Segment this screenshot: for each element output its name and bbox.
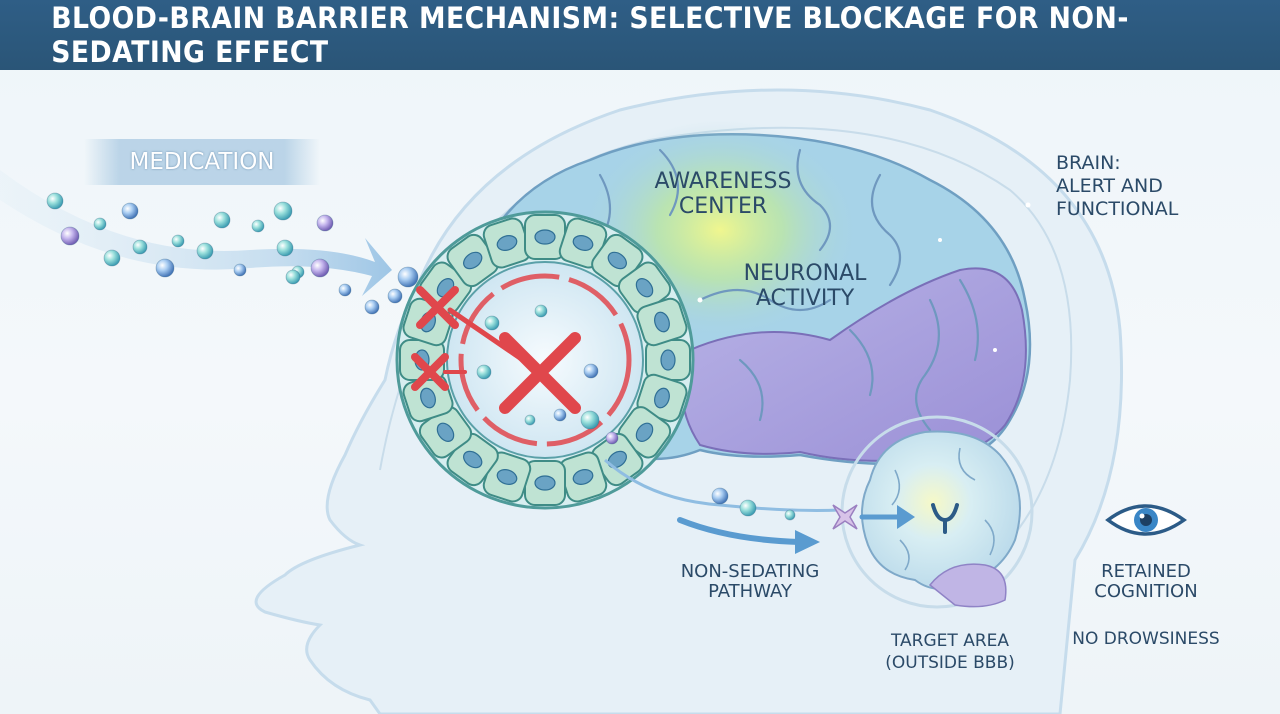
- molecule-bubble: [213, 211, 231, 229]
- target-line-2: (OUTSIDE BBB): [885, 653, 1015, 674]
- molecule-bubble: [273, 201, 293, 221]
- endothelial-cell: [524, 214, 566, 260]
- endothelial-cell: [482, 217, 532, 269]
- target-area-label: TARGET AREA (OUTSIDE BBB): [880, 630, 1020, 674]
- brain-status-label: BRAIN: ALERT AND FUNCTIONAL: [1056, 152, 1256, 222]
- molecule-bubble: [338, 283, 352, 297]
- molecule-bubble: [739, 499, 757, 517]
- endothelial-cell: [636, 297, 688, 347]
- molecule-bubble: [46, 192, 64, 210]
- blocked-x-icon: [411, 286, 581, 414]
- non-sedating-arrow: [677, 517, 820, 554]
- molecule-bubble: [155, 258, 175, 278]
- neuronal-line-2: ACTIVITY: [755, 285, 855, 311]
- brain-status-line-2: ALERT AND: [1056, 175, 1163, 198]
- title-bar: BLOOD-BRAIN BARRIER MECHANISM: SELECTIVE…: [0, 0, 1280, 70]
- non-sedating-pathway-label: NON-SEDATING PATHWAY: [660, 561, 840, 603]
- target-area: [840, 415, 1034, 609]
- molecule-bubble: [476, 364, 492, 380]
- pathway-line-2: PATHWAY: [708, 581, 792, 603]
- lumen-bubbles: [476, 304, 619, 445]
- molecule-bubble: [310, 258, 330, 278]
- molecule-bubble: [171, 234, 185, 248]
- endothelial-cell: [617, 261, 672, 314]
- outflow-path: [604, 458, 841, 512]
- molecule-bubble: [397, 266, 419, 288]
- cognition-line-1: RETAINED: [1101, 561, 1191, 582]
- retained-cognition-label: RETAINED COGNITION: [1066, 561, 1226, 603]
- molecule-bubble: [285, 269, 301, 285]
- barrier-cells: [399, 214, 691, 506]
- medication-bubbles: [46, 192, 419, 315]
- molecule-bubble: [60, 226, 80, 246]
- diagram-scene: [0, 88, 1188, 714]
- endothelial-cell: [418, 406, 473, 459]
- molecule-bubble: [103, 249, 121, 267]
- sparkles: [697, 202, 1031, 352]
- molecule-bubble: [524, 414, 536, 426]
- endothelial-cell: [524, 460, 566, 506]
- medication-label-box: [84, 139, 320, 185]
- endothelial-cell: [591, 432, 644, 487]
- molecule-bubble: [583, 363, 599, 379]
- awareness-center-label: AWARENESS CENTER: [618, 169, 828, 219]
- pathway-line-1: NON-SEDATING: [680, 561, 820, 582]
- target-line-1: TARGET AREA: [890, 631, 1010, 651]
- molecule-bubble: [553, 408, 567, 422]
- medication-label: MEDICATION: [129, 149, 275, 175]
- molecule-bubble: [534, 304, 548, 318]
- cognition-line-2: COGNITION: [1094, 581, 1198, 603]
- molecule-bubble: [387, 288, 403, 304]
- molecule-bubble: [276, 239, 294, 257]
- molecule-bubble: [196, 242, 214, 260]
- molecule-bubble: [605, 431, 619, 445]
- medication-stream: [0, 170, 392, 296]
- endothelial-cell: [558, 217, 608, 269]
- molecule-bubble: [784, 509, 796, 521]
- brain-status-line-3: FUNCTIONAL: [1056, 198, 1179, 221]
- neuronal-activity-label: NEURONAL ACTIVITY: [690, 261, 920, 311]
- molecule-bubble: [251, 219, 265, 233]
- molecule-bubble: [233, 263, 247, 277]
- pathway-bubbles: [711, 487, 796, 521]
- endothelial-cell: [482, 451, 532, 503]
- molecule-bubble: [121, 202, 139, 220]
- molecule-bubble: [132, 239, 148, 255]
- page-title: BLOOD-BRAIN BARRIER MECHANISM: SELECTIVE…: [51, 1, 1129, 69]
- receptor-icon: [832, 503, 959, 534]
- molecule-bubble: [364, 299, 380, 315]
- brain-status-line-1: BRAIN:: [1056, 152, 1121, 174]
- brain-purple-lobe: [681, 267, 1027, 462]
- awareness-line-1: AWARENESS: [654, 169, 792, 194]
- molecule-bubble: [93, 217, 107, 231]
- eye-icon: [1105, 504, 1188, 536]
- no-drowsiness-label: NO DROWSINESS: [1072, 629, 1220, 649]
- molecule-bubble: [580, 410, 600, 430]
- neuronal-line-1: NEURONAL: [743, 261, 867, 286]
- molecule-bubble: [484, 315, 500, 331]
- molecule-bubble: [711, 487, 729, 505]
- molecule-bubble: [316, 214, 334, 232]
- awareness-line-2: CENTER: [678, 193, 768, 219]
